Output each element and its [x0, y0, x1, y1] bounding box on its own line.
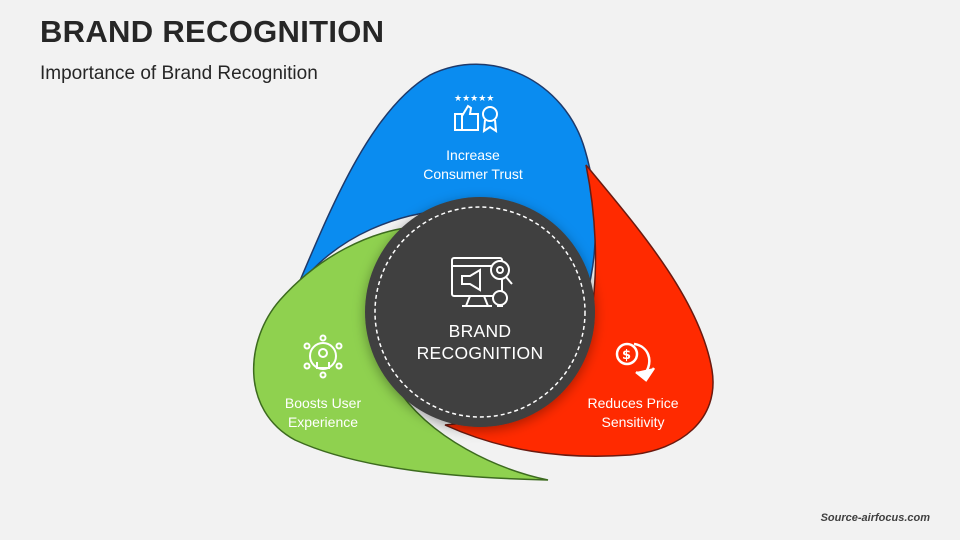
petal-label-trust-line1: Increase: [446, 147, 500, 163]
center-label-line1: BRAND: [448, 321, 512, 341]
center-circle: [365, 197, 595, 427]
petal-label-experience: Boosts User Experience: [248, 394, 398, 432]
page-title: BRAND RECOGNITION: [40, 14, 385, 49]
head-network-icon: [303, 334, 343, 379]
thumbs-up-award-icon: ★★★★★: [454, 94, 498, 133]
petal-label-price-line2: Sensitivity: [601, 414, 665, 430]
petal-label-trust: Increase Consumer Trust: [398, 146, 548, 184]
center-label-line2: RECOGNITION: [416, 343, 544, 363]
dollar-down-arrow-icon: $: [615, 342, 656, 382]
petal-label-price: Reduces Price Sensitivity: [558, 394, 708, 432]
center-label: BRAND RECOGNITION: [400, 320, 560, 364]
petal-label-experience-line2: Experience: [287, 414, 359, 430]
svg-text:★★★★★: ★★★★★: [454, 94, 494, 104]
petal-label-trust-line2: Consumer Trust: [423, 166, 523, 182]
source-credit: Source-airfocus.com: [820, 512, 930, 524]
svg-text:$: $: [622, 348, 631, 363]
center-dashed-ring: [374, 206, 586, 418]
petal-label-experience-line1: Boosts User: [284, 395, 362, 411]
monitor-megaphone-icon: [451, 257, 513, 307]
page-subtitle: Importance of Brand Recognition: [40, 63, 318, 84]
petal-label-price-line1: Reduces Price: [587, 395, 679, 411]
